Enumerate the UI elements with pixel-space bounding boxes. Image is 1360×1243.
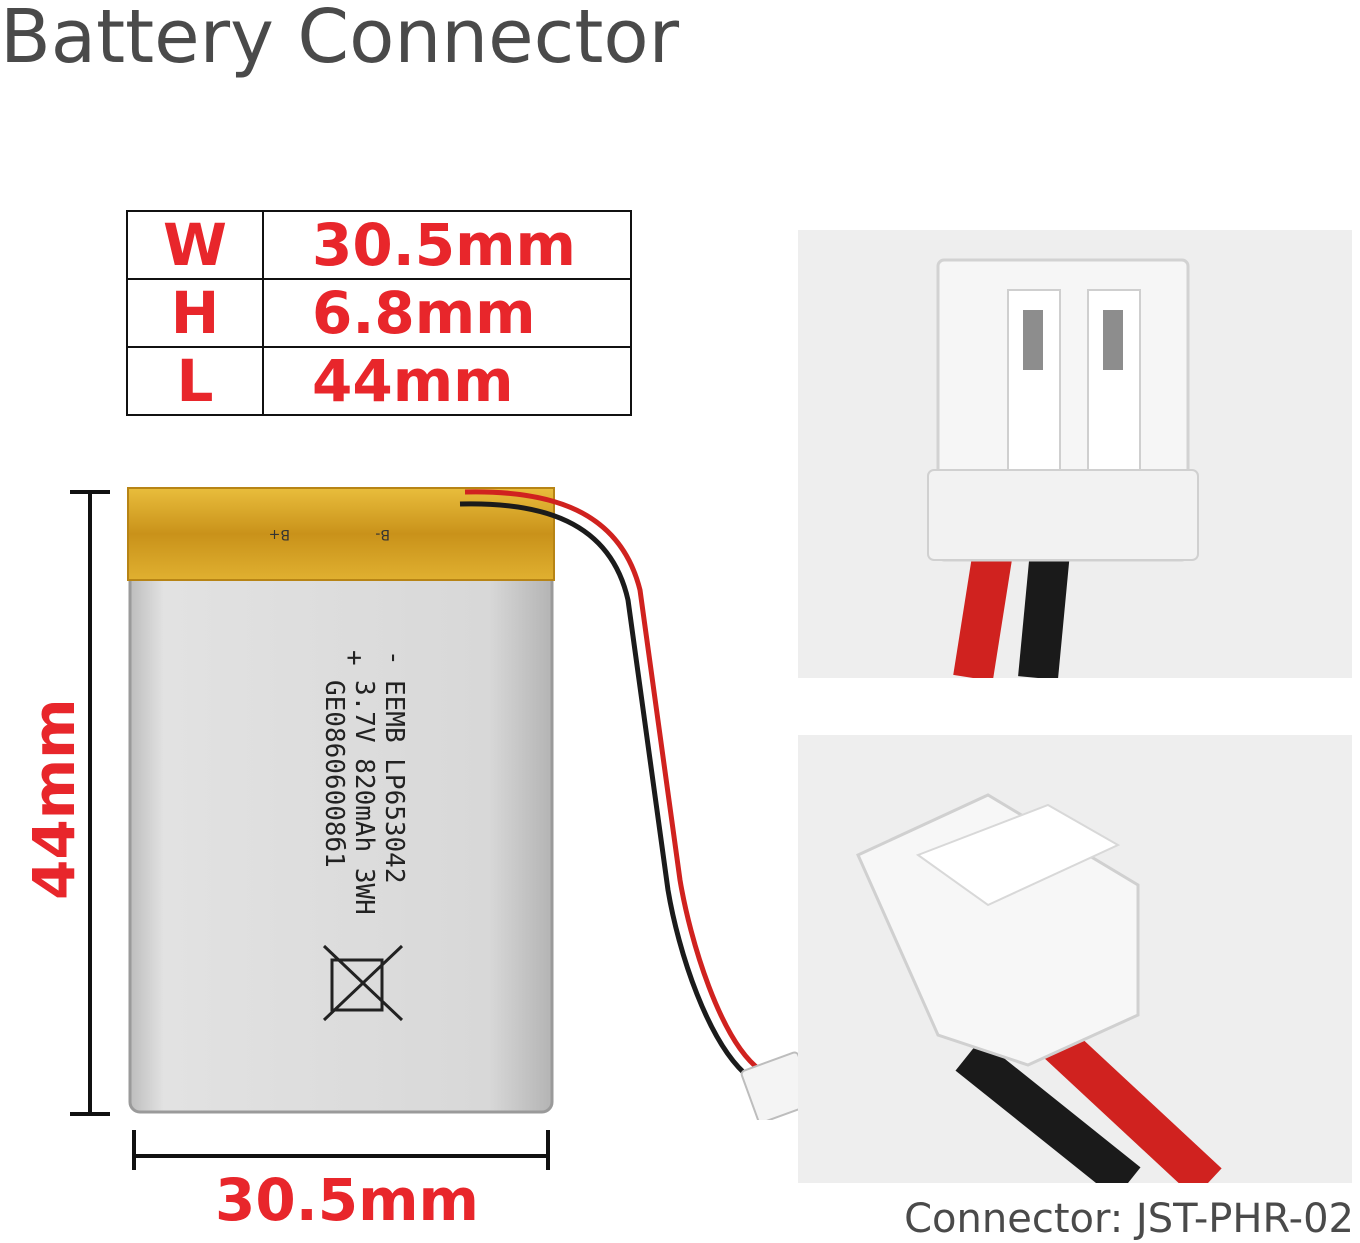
black-wire [459,501,752,1080]
spec-key: H [126,278,264,348]
spec-value: 44mm [262,346,632,416]
page-title: Battery Connector [0,0,680,80]
height-dimension-line [70,490,110,1116]
spec-row-length: L 44mm [126,346,632,416]
label-line-1: EEMB LP653042 [379,680,409,884]
spec-value: 30.5mm [262,210,632,280]
spec-key: W [126,210,264,280]
spec-row-height: H 6.8mm [126,278,632,348]
weee-bin-icon [322,944,404,1022]
tape-mark-minus: B- [375,526,390,542]
height-dimension-label: 44mm [20,698,88,900]
width-dimension-label: 30.5mm [215,1166,479,1234]
spec-table: W 30.5mm H 6.8mm L 44mm [126,210,632,416]
connector-closeup-bottom [798,735,1352,1183]
connector-caption: Connector: JST-PHR-02 [904,1196,1354,1242]
label-line-3: GE08606008б1 [319,680,349,868]
battery-cell: B+ B- - + EEMB LP653042 3.7V 820mAh 3WH … [127,487,816,1120]
spec-value: 6.8mm [262,278,632,348]
cell-tape [127,487,555,581]
polarity-plus: + [339,650,369,666]
tape-mark-plus: B+ [269,526,290,542]
spec-row-width: W 30.5mm [126,210,632,280]
connector-closeup-top [798,230,1352,678]
width-dimension-line [132,1130,550,1170]
spec-key: L [126,346,264,416]
red-wire [464,489,762,1072]
polarity-minus: - [379,650,409,666]
label-line-2: 3.7V 820mAh 3WH [349,680,379,915]
